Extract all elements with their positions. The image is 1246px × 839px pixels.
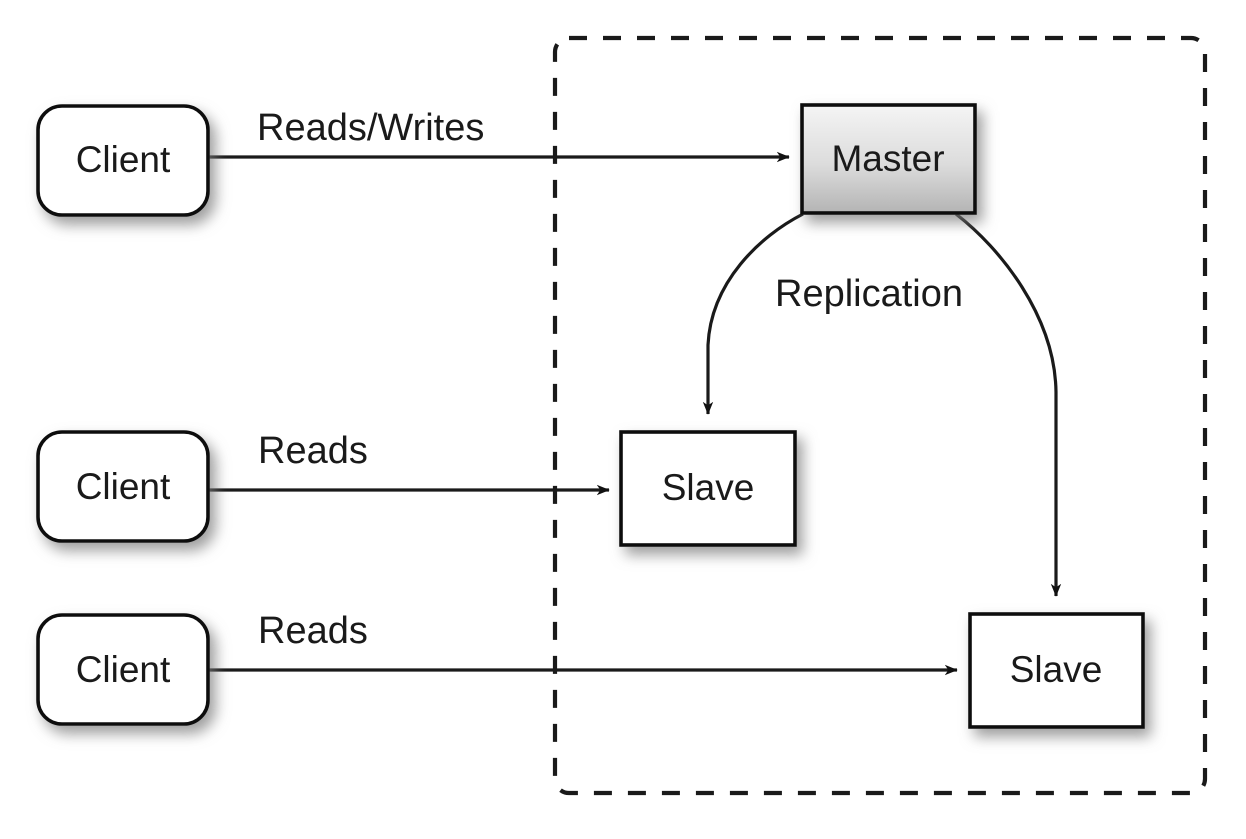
slave-2-box xyxy=(968,612,1145,729)
datacenter-boundary xyxy=(552,35,1208,796)
client-2-label: Client xyxy=(76,466,171,507)
edge-label-reads-writes: Reads/Writes xyxy=(257,107,484,149)
client-1-box xyxy=(36,104,210,217)
node-client-3[interactable]: Client xyxy=(36,613,210,726)
edge-label-reads-slave1: Reads xyxy=(258,430,368,472)
edge-label-replication: Replication xyxy=(775,273,963,315)
client-1-label: Client xyxy=(76,139,171,180)
client-2-box xyxy=(36,430,210,543)
master-box xyxy=(800,103,977,215)
slave-1-label: Slave xyxy=(662,467,755,508)
slave-2-label: Slave xyxy=(1010,649,1103,690)
node-client-2[interactable]: Client xyxy=(36,430,210,543)
edge-label-reads-slave2: Reads xyxy=(258,610,368,652)
client-3-label: Client xyxy=(76,649,171,690)
edge-master-slave1 xyxy=(702,212,804,415)
edge-master-slave2 xyxy=(955,212,1062,597)
node-client-1[interactable]: Client xyxy=(36,104,210,217)
node-slave-1[interactable]: Slave xyxy=(619,430,797,547)
client-3-box xyxy=(36,613,210,726)
node-slave-2[interactable]: Slave xyxy=(968,612,1145,729)
node-master[interactable]: Master xyxy=(800,103,977,215)
slave-1-box xyxy=(619,430,797,547)
master-label: Master xyxy=(831,138,944,179)
